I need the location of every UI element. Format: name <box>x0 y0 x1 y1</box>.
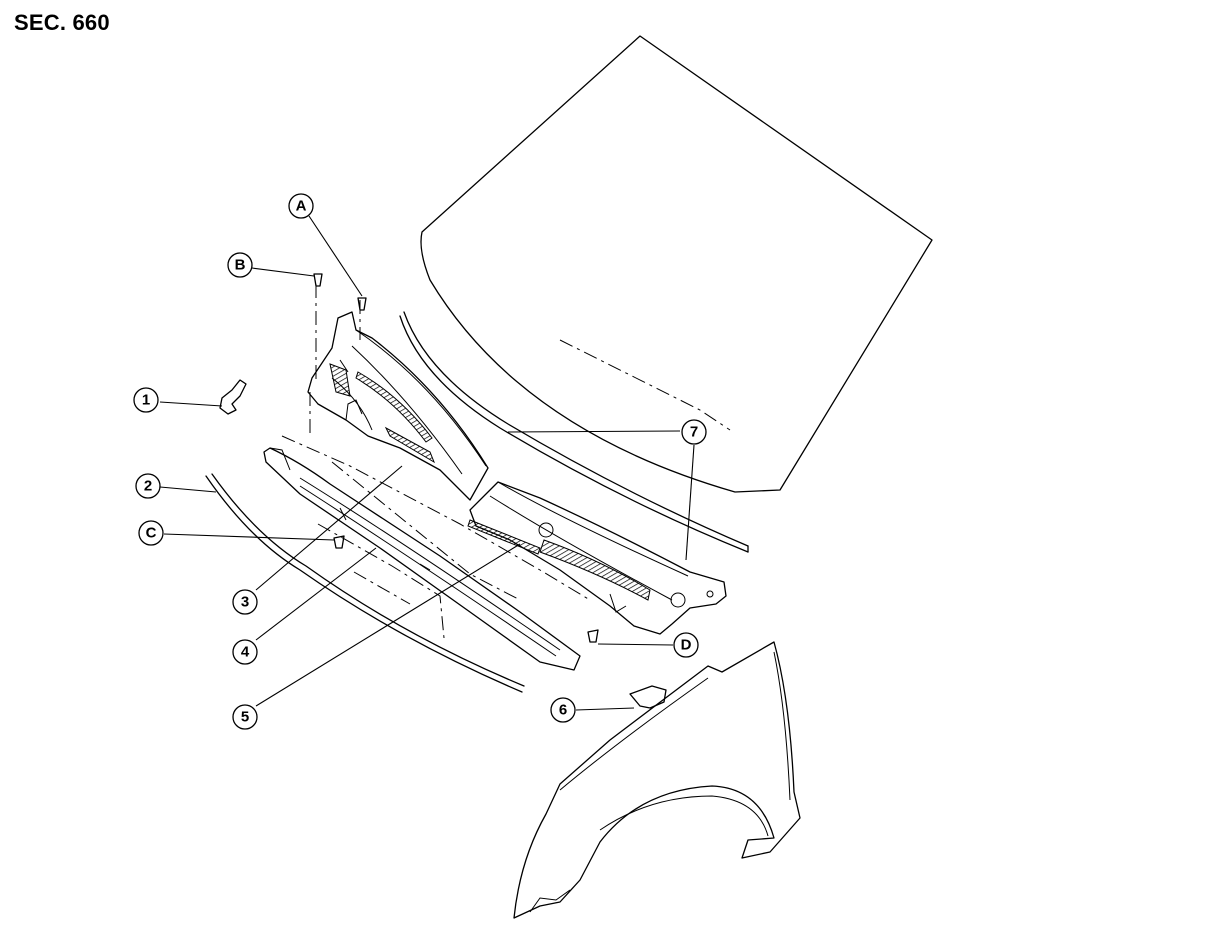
cowl-top-extension <box>263 447 581 671</box>
callout-7-label: 7 <box>690 424 698 441</box>
callout-4: 4 <box>232 639 258 665</box>
screw-c <box>333 535 345 549</box>
callout-2-label: 2 <box>144 478 152 495</box>
callout-5: 5 <box>232 704 258 730</box>
callout-c: C <box>138 520 164 546</box>
callout-a: A <box>288 193 314 219</box>
callout-4-label: 4 <box>241 644 250 661</box>
callout-7: 7 <box>681 419 707 445</box>
windshield-glass <box>420 35 933 493</box>
cowl-top-cover-right <box>467 481 727 635</box>
callout-c-label: C <box>146 525 157 542</box>
bracket-6 <box>629 685 667 709</box>
callout-1-label: 1 <box>142 392 150 409</box>
cowl-top-cover-left <box>307 311 489 501</box>
callout-d: D <box>673 632 699 658</box>
callout-d-label: D <box>681 637 692 654</box>
screw-b <box>313 273 323 287</box>
callout-1: 1 <box>133 387 159 413</box>
cowl-seal-strip <box>205 473 525 693</box>
callout-a-label: A <box>296 198 307 215</box>
callout-b-label: B <box>235 257 246 274</box>
callout-3-label: 3 <box>241 594 249 611</box>
callout-5-label: 5 <box>241 709 249 726</box>
clip-1 <box>219 379 247 415</box>
callout-6-label: 6 <box>559 702 567 719</box>
front-fender <box>513 641 801 919</box>
section-title: SEC. 660 <box>14 10 110 35</box>
alignment-guides <box>281 284 731 639</box>
callout-3: 3 <box>232 589 258 615</box>
callout-6: 6 <box>550 697 576 723</box>
leader-lines <box>159 215 695 711</box>
screw-d <box>587 629 599 643</box>
screw-a <box>357 297 367 311</box>
callout-2: 2 <box>135 473 161 499</box>
callout-b: B <box>227 252 253 278</box>
